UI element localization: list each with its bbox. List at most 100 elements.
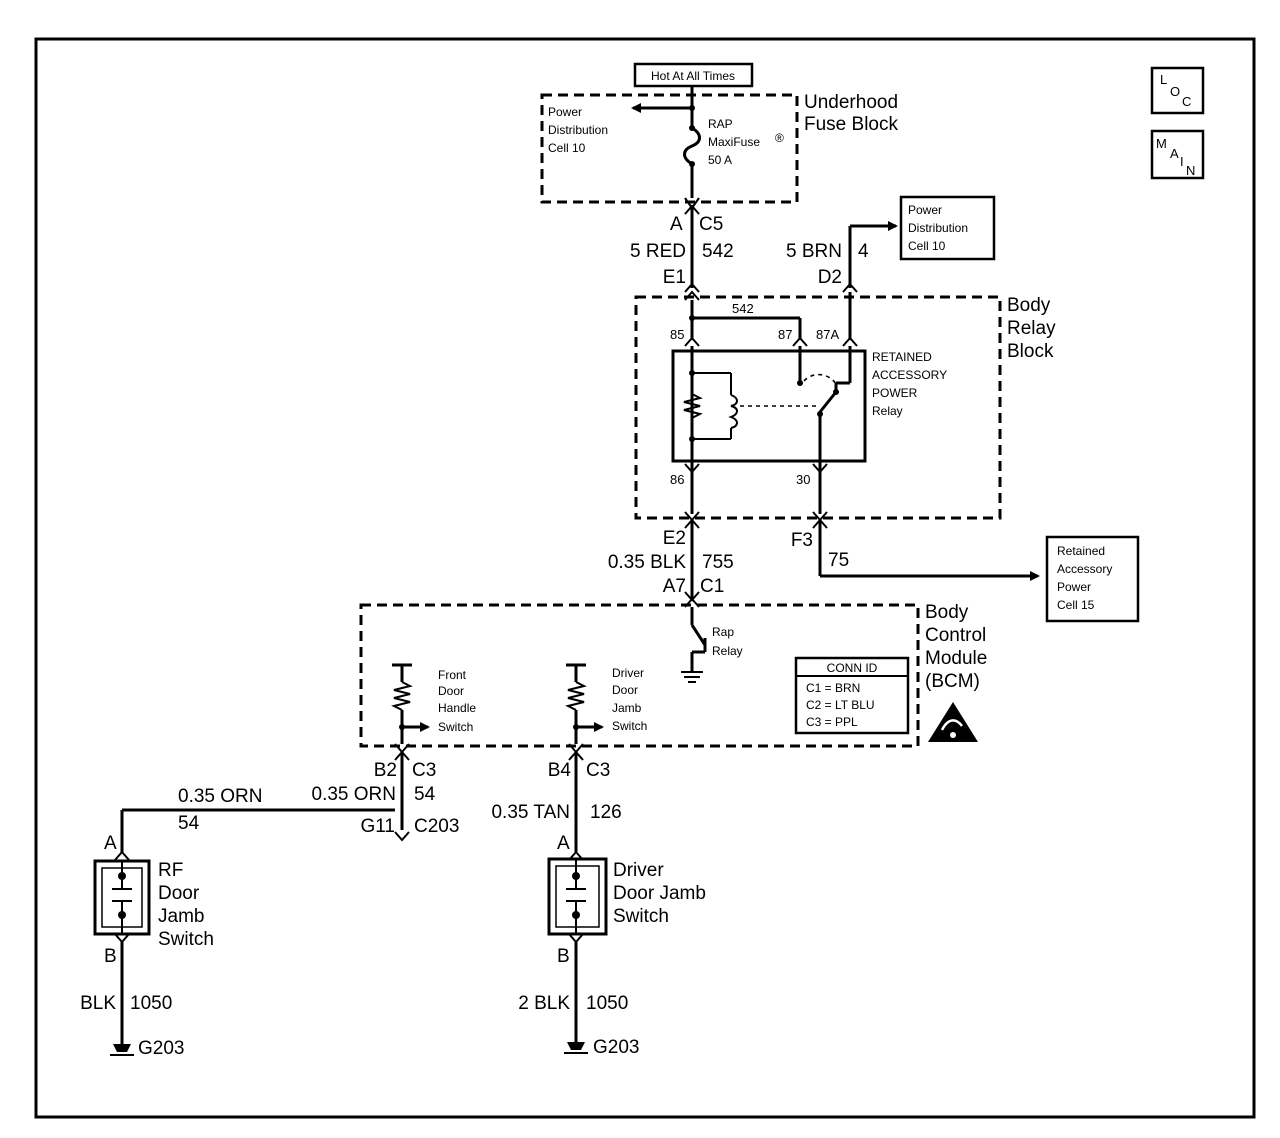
c5-conn-label: C5 xyxy=(699,214,723,235)
front-door-handle-label: Front xyxy=(438,668,467,682)
retained-accessory-relay xyxy=(671,349,867,463)
loc-button[interactable]: L O C xyxy=(1150,66,1205,115)
svg-text:®: ® xyxy=(775,131,784,145)
driver-switch-label: Driver xyxy=(613,860,664,881)
svg-text:M: M xyxy=(1156,136,1167,151)
svg-text:Accessory: Accessory xyxy=(1057,562,1112,576)
pin-85: 85 xyxy=(670,327,684,342)
svg-text:Control: Control xyxy=(925,625,986,646)
jumper-542-label: 542 xyxy=(732,301,754,316)
wire-755-color: 0.35 BLK xyxy=(608,552,686,573)
svg-text:Jamb: Jamb xyxy=(158,906,204,927)
pd-cell10-right-box[interactable]: Power Distribution Cell 10 xyxy=(899,195,996,261)
b2-pin-label: B2 xyxy=(374,760,397,781)
diagram-frame xyxy=(34,37,1256,1119)
svg-text:Fuse Block: Fuse Block xyxy=(804,114,898,135)
driver-door-jamb-switch: A Driver Door Jamb Switch B 2 BLK 1050 G… xyxy=(518,833,706,1058)
main-button[interactable]: M A I N xyxy=(1150,129,1205,180)
rap-relay-label: Rap xyxy=(712,625,734,639)
f3-pin-label: F3 xyxy=(791,530,813,551)
driver-pin-a: A xyxy=(557,833,570,854)
svg-text:Door: Door xyxy=(438,684,464,698)
conn-id-row: C1 = BRN xyxy=(806,681,860,695)
svg-text:N: N xyxy=(1186,163,1195,178)
svg-text:Switch: Switch xyxy=(438,720,473,734)
svg-text:C: C xyxy=(1182,94,1191,109)
left-branch-wiring: B2 C3 54 0.35 ORN G11 C203 0.35 ORN 54 xyxy=(120,743,459,852)
wire-75-circuit: 75 xyxy=(828,550,849,571)
driver-ground-color: 2 BLK xyxy=(518,993,570,1014)
wire-75: F3 75 xyxy=(791,518,1040,581)
hot-at-all-times-box: Hot At All Times xyxy=(633,62,754,88)
svg-text:I: I xyxy=(1180,154,1184,169)
body-relay-block-title: Body xyxy=(1007,295,1051,316)
svg-text:L: L xyxy=(1160,72,1167,87)
c5-pin-label: A xyxy=(670,214,683,235)
esd-warning-icon xyxy=(928,702,978,742)
svg-text:Power: Power xyxy=(1057,580,1091,594)
rf-ground-name: G203 xyxy=(138,1038,184,1059)
body-relay-block: Body Relay Block 542 85 87 87A RETAINED … xyxy=(634,290,1056,522)
rap-maxifuse-label: RAP xyxy=(708,117,733,131)
pin-86: 86 xyxy=(670,472,684,487)
svg-text:Relay: Relay xyxy=(712,644,743,658)
underhood-title: Underhood xyxy=(804,92,898,113)
svg-text:Module: Module xyxy=(925,648,987,669)
wire-54-color-left: 0.35 ORN xyxy=(178,786,262,807)
rf-switch-label: RF xyxy=(158,860,183,881)
svg-text:MaxiFuse: MaxiFuse xyxy=(708,135,760,149)
wire-4-color: 5 BRN xyxy=(786,241,842,262)
wire-542-circuit: 542 xyxy=(702,241,734,262)
pin-87: 87 xyxy=(778,327,792,342)
rf-pin-b: B xyxy=(104,946,117,967)
wire-4: 5 BRN 4 D2 xyxy=(786,221,898,293)
d2-pin-label: D2 xyxy=(818,267,842,288)
right-branch-wiring: B4 C3 0.35 TAN 126 xyxy=(491,743,622,852)
svg-text:ACCESSORY: ACCESSORY xyxy=(872,368,947,382)
wire-755: E2 0.35 BLK 755 A7 C1 xyxy=(608,518,734,602)
pin-30: 30 xyxy=(796,472,810,487)
rf-ground-icon xyxy=(113,1044,131,1052)
c1-conn-label: C1 xyxy=(700,576,724,597)
body-control-module: Body Control Module (BCM) Rap Relay Fron… xyxy=(359,597,987,748)
right-c3-label: C3 xyxy=(586,760,610,781)
retained-accessory-power-box[interactable]: Retained Accessory Power Cell 15 xyxy=(1045,535,1140,623)
wire-54-circuit-right: 54 xyxy=(414,784,436,805)
wire-542: A C5 5 RED 542 E1 xyxy=(630,197,734,293)
svg-text:Switch: Switch xyxy=(613,906,669,927)
rap-ground-icon xyxy=(681,671,703,683)
pd-cell10-left-label: Power xyxy=(548,105,582,119)
bcm-title: Body xyxy=(925,602,969,623)
wire-755-circuit: 755 xyxy=(702,552,734,573)
pin-87a: 87A xyxy=(816,327,839,342)
svg-text:Cell 10: Cell 10 xyxy=(548,141,586,155)
svg-text:Switch: Switch xyxy=(158,929,214,950)
svg-text:Block: Block xyxy=(1007,341,1054,362)
svg-text:Door: Door xyxy=(612,683,638,697)
svg-text:Cell 15: Cell 15 xyxy=(1057,598,1095,612)
driver-pin-b: B xyxy=(557,946,570,967)
rf-ground-color: BLK xyxy=(80,993,116,1014)
svg-text:POWER: POWER xyxy=(872,386,918,400)
conn-id-title: CONN ID xyxy=(827,661,878,675)
left-c3-label: C3 xyxy=(412,760,436,781)
c203-conn-label: C203 xyxy=(414,816,459,837)
svg-text:Relay: Relay xyxy=(872,404,903,418)
driver-ground-icon xyxy=(567,1042,585,1050)
svg-text:Door: Door xyxy=(158,883,200,904)
conn-id-table: CONN ID C1 = BRN C2 = LT BLU C3 = PPL xyxy=(794,656,910,735)
wire-54-circuit-left: 54 xyxy=(178,813,200,834)
relay-label: RETAINED xyxy=(872,350,932,364)
b4-pin-label: B4 xyxy=(548,760,572,781)
coil-symbol xyxy=(728,394,738,429)
g11-pin-label: G11 xyxy=(360,816,395,837)
hot-at-all-times-label: Hot At All Times xyxy=(651,69,735,83)
svg-text:Retained: Retained xyxy=(1057,544,1105,558)
svg-text:O: O xyxy=(1170,84,1180,99)
svg-text:Power: Power xyxy=(908,203,942,217)
wire-126-circuit: 126 xyxy=(590,802,622,823)
driver-ground-circuit: 1050 xyxy=(586,993,628,1014)
svg-text:Switch: Switch xyxy=(612,719,647,733)
wire-126-color: 0.35 TAN xyxy=(491,802,570,823)
